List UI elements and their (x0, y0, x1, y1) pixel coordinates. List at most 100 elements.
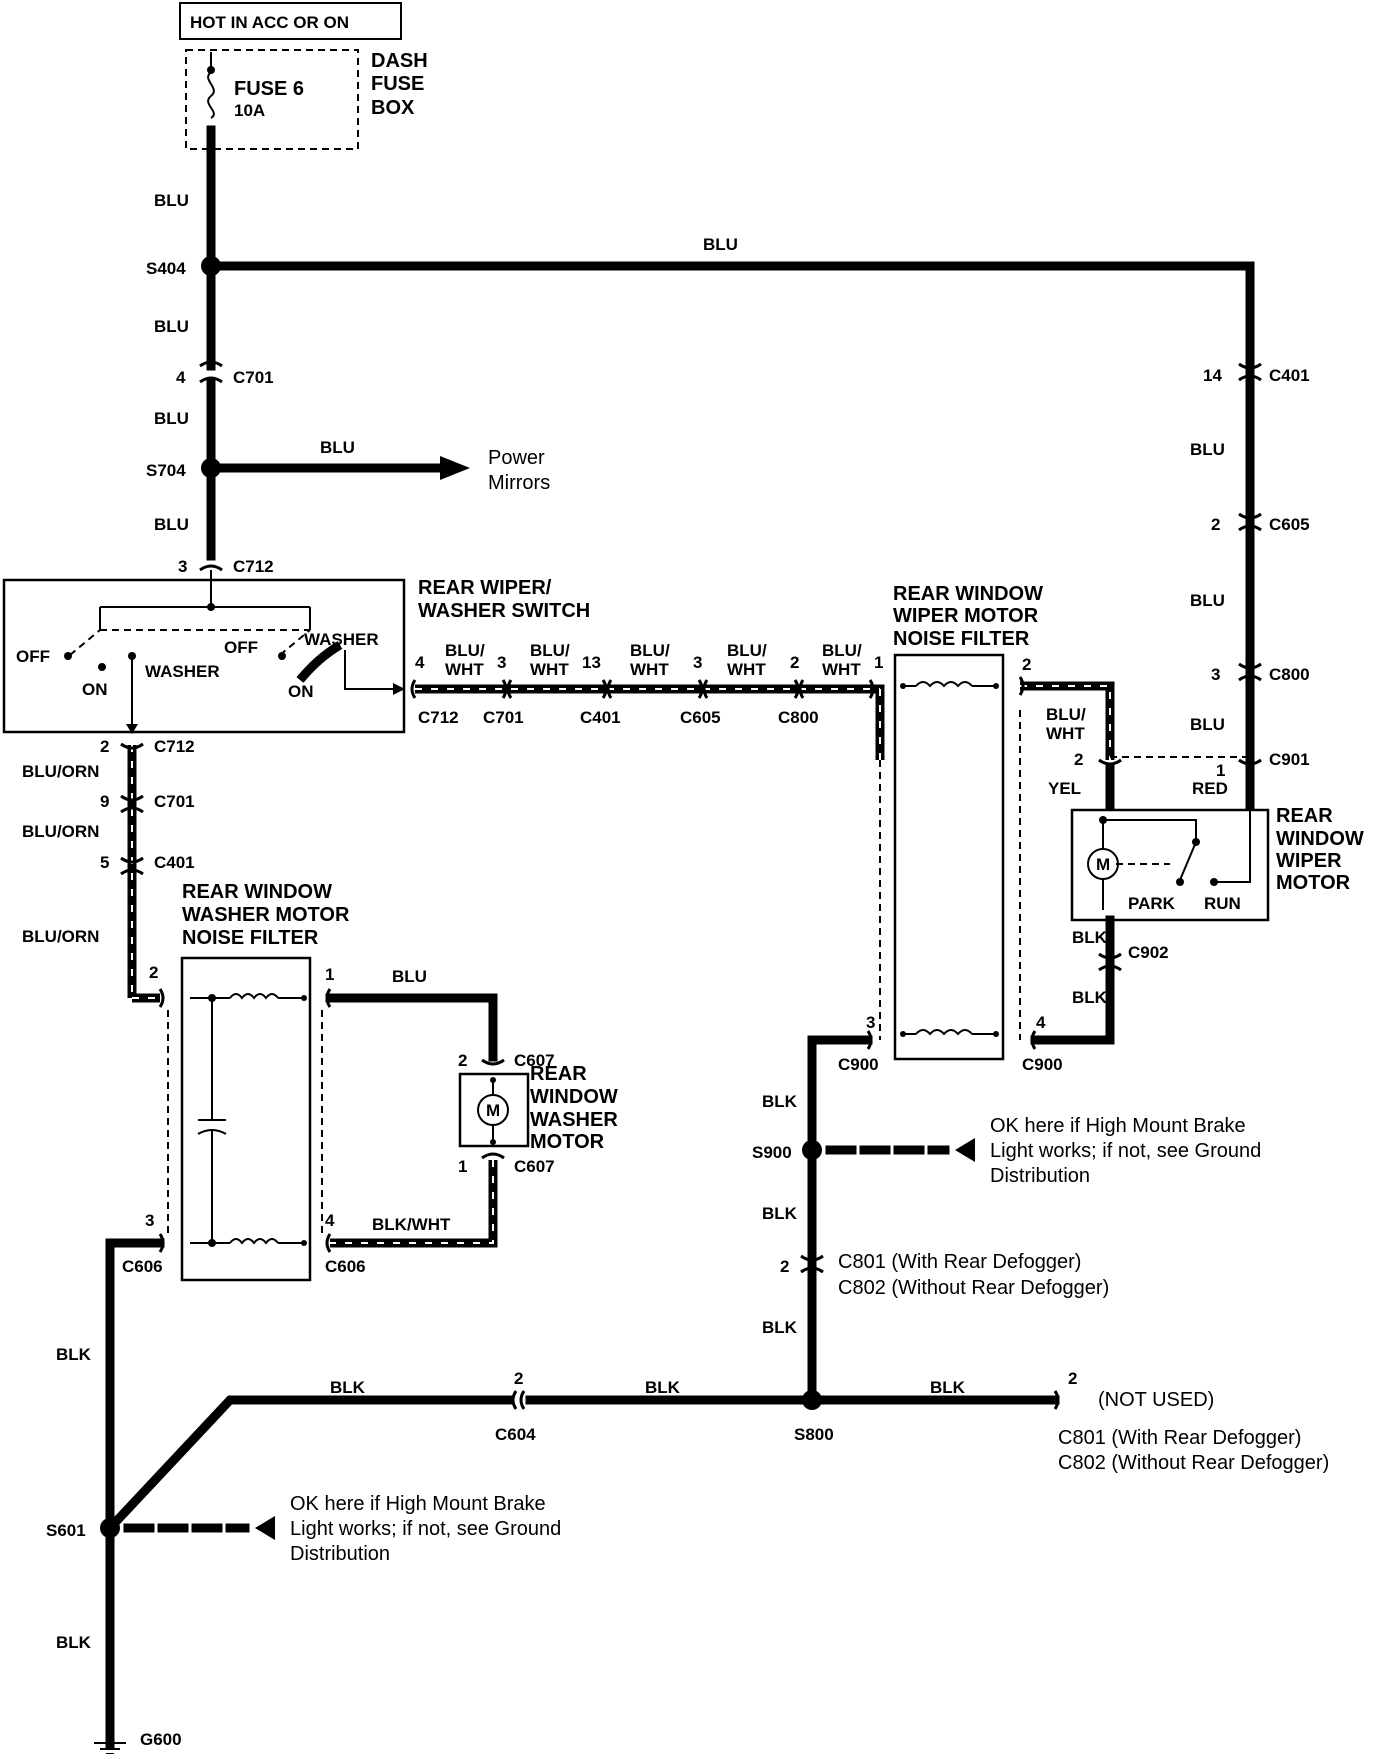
splice-s900 (802, 1140, 822, 1160)
label-connectors-c701: C701 (483, 708, 524, 727)
label-ground-note-line1: OK here if High Mount Brake (290, 1493, 546, 1515)
rear-window-wiper-motor: M PARK RUN (1070, 808, 1270, 922)
label-connectors-c802-without: C802 (Without Rear Defogger) (838, 1277, 1109, 1299)
label-wire-colors-blu: BLU (320, 438, 355, 457)
label-pins-p3: 3 (178, 557, 187, 576)
label-connectors-c606: C606 (122, 1257, 163, 1276)
rear-window-washer-motor: M (458, 1072, 530, 1148)
label-wire-colors-blu-orn: BLU/ORN (22, 927, 99, 946)
label-wire-colors-yel: YEL (1048, 779, 1081, 798)
label-wire-colors-blu-wht-top: BLU/ (727, 641, 767, 660)
label-connectors-c401: C401 (580, 708, 621, 727)
label-wire-colors-blk: BLK (645, 1378, 681, 1397)
label-wire-colors-blk: BLK (762, 1204, 798, 1223)
label-wire-colors-blu-wht-bottom: WHT (630, 660, 669, 679)
label-pins-p3: 3 (693, 653, 702, 672)
wiper-filter-title-1: REAR WINDOW (893, 583, 1043, 605)
label-wire-colors-blu-wht-top: BLU/ (630, 641, 670, 660)
label-wire-colors-blu-orn: BLU/ORN (22, 762, 99, 781)
wiper-motor-title-1: REAR (1276, 805, 1333, 827)
label-wire-colors-blu: BLU (154, 515, 189, 534)
label-switch-washer: WASHER (304, 630, 379, 649)
label-pins-p2: 2 (100, 737, 109, 756)
label-pins-p2: 2 (1022, 655, 1031, 674)
label-pins-p1: 1 (325, 965, 334, 984)
label-connectors-c802-without: C802 (Without Rear Defogger) (1058, 1452, 1329, 1474)
label-connectors-c607: C607 (514, 1157, 555, 1176)
wire-blk-c604-to-s601 (103, 1395, 515, 1535)
label-splices-s800: S800 (794, 1425, 834, 1444)
right-connectors: 14 C401 2 C605 3 C800 (1203, 362, 1310, 684)
label-wire-colors-blu: BLU (154, 191, 189, 210)
label-wire-colors-blk: BLK (762, 1092, 798, 1111)
label-connectors-c900: C900 (838, 1055, 879, 1074)
label-pins-p5: 5 (100, 853, 109, 872)
label-connectors-c901: C901 (1269, 750, 1310, 769)
label-pins-p2: 2 (1068, 1369, 1077, 1388)
label-wire-colors-blu-wht-top: BLU/ (1046, 705, 1086, 724)
label-ground-note-line2: Light works; if not, see Ground (290, 1518, 561, 1540)
label-wire-colors-blu-wht-bottom: WHT (530, 660, 569, 679)
label-connectors-c712: C712 (233, 557, 274, 576)
label-wire-colors-blu-wht-bottom: WHT (445, 660, 484, 679)
label-pins-p14: 14 (1203, 366, 1222, 385)
label-wire-colors-blu-wht-bottom: WHT (822, 660, 861, 679)
label-pins-p2: 2 (458, 1051, 467, 1070)
fuse-box-label-3: BOX (371, 97, 415, 119)
label-connectors-c605: C605 (680, 708, 721, 727)
label-wire-colors-blk: BLK (330, 1378, 366, 1397)
label-pins-p2: 2 (790, 653, 799, 672)
label-wire-colors-blu: BLU (392, 967, 427, 986)
label-wire-colors-blu-wht-bottom: WHT (1046, 724, 1085, 743)
label-connectors-c604: C604 (495, 1425, 536, 1444)
label-wire-colors-blu: BLU (1190, 591, 1225, 610)
wiper-motor-title-4: MOTOR (1276, 872, 1351, 894)
label-wire-colors-blk: BLK (930, 1378, 966, 1397)
label-connectors-c801-with: C801 (With Rear Defogger) (838, 1251, 1081, 1273)
label-switch-on: ON (82, 680, 108, 699)
label-wire-colors-red: RED (1192, 779, 1228, 798)
arrow-power-mirrors (440, 456, 470, 480)
label-wire-colors-blu-wht-top: BLU/ (445, 641, 485, 660)
label-connectors-c800: C800 (778, 708, 819, 727)
washer-motor-title-2: WINDOW (530, 1086, 618, 1108)
label-splices-s601: S601 (46, 1521, 86, 1540)
label-pins-p1: 1 (458, 1157, 467, 1176)
not-used-label: (NOT USED) (1098, 1389, 1214, 1411)
label-connectors-c401: C401 (154, 853, 195, 872)
fuse-name: FUSE 6 (234, 78, 304, 100)
label-wire-colors-blu: BLU (154, 317, 189, 336)
splice-s601 (100, 1518, 120, 1538)
label-pins-p2: 2 (514, 1369, 523, 1388)
washer-motor-noise-filter (167, 956, 323, 1282)
connector-c712-top: 3 C712 (178, 557, 274, 576)
washer-filter-title-1: REAR WINDOW (182, 881, 332, 903)
label-connectors-c701: C701 (233, 368, 274, 387)
label-ground-note-line3: Distribution (990, 1165, 1090, 1187)
label-washer-motor-m: M (486, 1101, 500, 1120)
label-wire-colors-blk: BLK (1072, 988, 1108, 1007)
switch-title-1: REAR WIPER/ (418, 577, 552, 599)
label-ground-note-line3: Distribution (290, 1543, 390, 1565)
label-connectors-c401: C401 (1269, 366, 1310, 385)
wire-blk-motor-to-c900 (1030, 915, 1115, 1045)
wiper-filter-title-3: NOISE FILTER (893, 628, 1030, 650)
label-pins-p2: 2 (780, 1257, 789, 1276)
label-ground-note-line1: OK here if High Mount Brake (990, 1115, 1246, 1137)
wire-blk-c606-to-g600 (105, 1238, 165, 1750)
label-pins-p3: 3 (866, 1013, 875, 1032)
power-source-label: HOT IN ACC OR ON (179, 2, 402, 40)
label-switch-washer: WASHER (145, 662, 220, 681)
label-pins-p13: 13 (582, 653, 601, 672)
left-connectors: 2 C712 9 C701 5 C401 (100, 737, 195, 876)
label-connectors-c605: C605 (1269, 515, 1310, 534)
label-ground-note-line2: Light works; if not, see Ground (990, 1140, 1261, 1162)
washer-motor-title-4: MOTOR (530, 1131, 605, 1153)
rear-wiper-washer-switch: OFF ON WASHER OFF WASHER ON (2, 570, 406, 734)
label-splices-s404: S404 (146, 259, 186, 278)
wire-blu-wht-filter-to-motor (1020, 681, 1115, 760)
washer-motor-title-3: WASHER (530, 1109, 618, 1131)
ground-g600-label: G600 (140, 1730, 182, 1749)
